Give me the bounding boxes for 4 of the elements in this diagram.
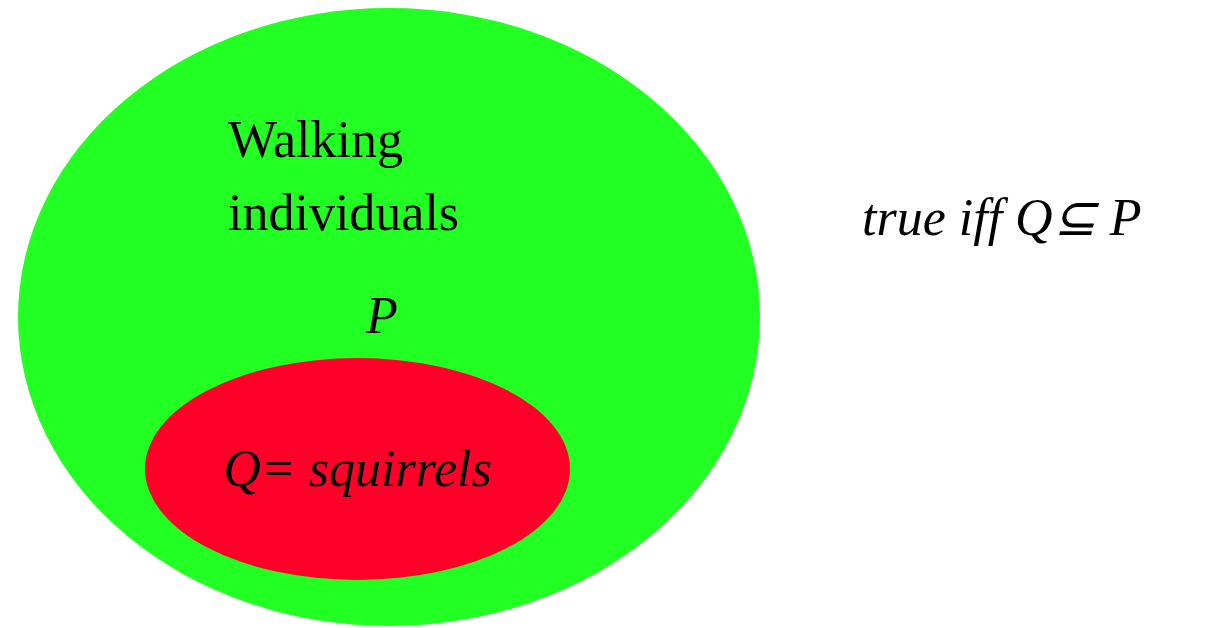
condition-text: true iff Q⊆ P — [862, 192, 1142, 244]
set-label: P — [366, 290, 398, 342]
set-label: Q= squirrels — [223, 443, 492, 495]
region-label: Walking individuals — [228, 110, 461, 243]
